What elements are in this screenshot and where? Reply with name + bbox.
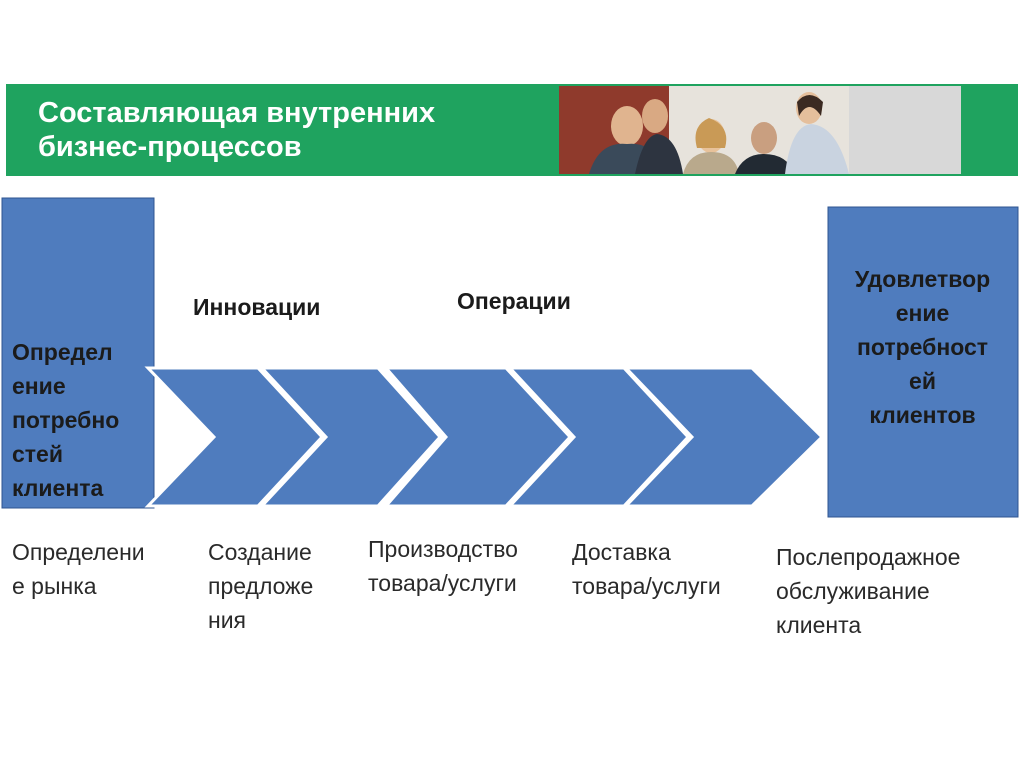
left-box-label: Определ ение потребно стей клиента <box>12 339 120 501</box>
step-label-market: Определени е рынка <box>12 539 145 599</box>
chevron-2 <box>258 366 443 508</box>
right-box-label: Удовлетвор ение потребност ей клиентов <box>854 266 991 428</box>
phase-label-operations: Операции <box>457 288 571 314</box>
chevron-1 <box>144 366 325 508</box>
chevron-3 <box>382 366 573 508</box>
chevron-5 <box>622 366 825 508</box>
step-label-production: Производство товара/услуги <box>368 536 518 596</box>
phase-label-innovation: Инновации <box>193 294 321 320</box>
step-label-offer: Создание предложе ния <box>208 539 314 633</box>
right-box <box>827 206 1019 518</box>
slide-title: Составляющая внутренних бизнес-процессов <box>38 97 436 163</box>
step-label-delivery: Доставка товара/услуги <box>572 539 721 599</box>
left-box <box>1 197 155 509</box>
step-label-aftersales: Послепродажное обслуживание клиента <box>776 544 961 638</box>
header-photo <box>559 86 961 174</box>
